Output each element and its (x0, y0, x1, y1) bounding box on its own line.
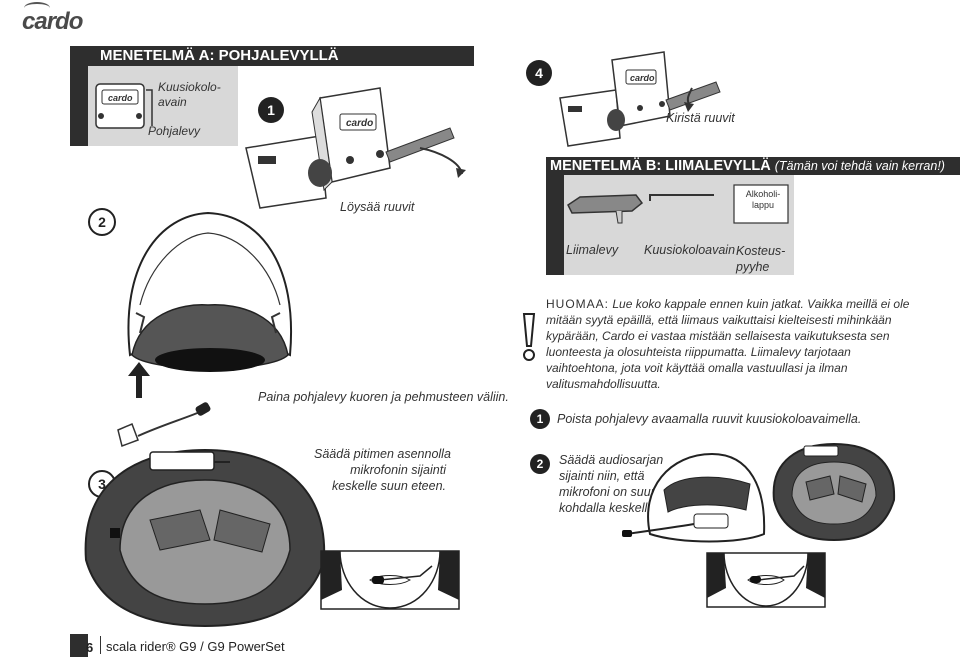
step-2-marker: 2 (88, 208, 116, 236)
method-b-step-1-caption: Poista pohjalevy avaamalla ruuvit kuusio… (557, 412, 862, 426)
step-1-caption: Löysää ruuvit (340, 200, 415, 214)
method-b-step-2-marker: 2 (530, 454, 550, 474)
method-b-step-1-marker: 1 (530, 409, 550, 429)
step-2-helmet-illustration (127, 211, 292, 372)
step-2-caption: Paina pohjalevy kuoren ja pehmusteen väl… (258, 390, 509, 404)
cardo-logo: cardo (22, 8, 83, 35)
step-4-caption: Kiristä ruuvit (666, 111, 735, 125)
footer-separator (100, 636, 101, 654)
step-3-helmet-interior-illustration (84, 448, 326, 628)
footer-side-bar (70, 634, 88, 657)
method-b-full-helmet-illustration (622, 452, 766, 543)
method-b-title: MENETELMÄ B: LIIMALEVYLLÄ (Tämän voi teh… (546, 157, 960, 175)
exclamation-icon (522, 313, 536, 361)
step-1-illustration: cardo (245, 87, 466, 209)
svg-text:cardo: cardo (630, 73, 655, 83)
method-b-helmet-interior-illustration (772, 442, 896, 542)
step-1-marker: 1 (258, 97, 284, 123)
step-4-marker: 4 (526, 60, 552, 86)
base-plate-illustration: cardo (95, 83, 153, 129)
push-arrow-icon (128, 362, 150, 398)
note-label: HUOMAA: (546, 297, 610, 311)
footer-product-name: scala rider® G9 / G9 PowerSet (106, 639, 285, 654)
svg-text:cardo: cardo (346, 118, 373, 129)
method-b-side-bar (546, 175, 564, 275)
method-b-title-bold: MENETELMÄ B: LIIMALEVYLLÄ (550, 158, 771, 174)
legend-plate-label: Pohjalevy (148, 124, 201, 138)
svg-text:cardo: cardo (108, 93, 133, 103)
adhesive-kit-illustration (567, 184, 789, 224)
step-3-mic-boom-illustration (117, 402, 211, 447)
step-3-caption: Säädä pitimen asennolla mikrofonin sijai… (314, 447, 451, 493)
page-number: 6 (86, 640, 94, 655)
note-text: Lue koko kappale ennen kuin jatkat. Vaik… (546, 297, 910, 391)
warning-note: HUOMAA: Lue koko kappale ennen kuin jatk… (546, 296, 926, 392)
legend-hex-key-label: Kuusiokolo- avain (158, 80, 221, 109)
method-a-title: MENETELMÄ A: POHJALEVYLLÄ (70, 46, 474, 66)
method-b-legend-box: Alkoholi- lappu Liimalevy Kuusiokoloavai… (564, 175, 794, 275)
logo-swoosh (24, 2, 50, 14)
method-a-legend-box: cardo Kuusiokolo- avain Pohjalevy (88, 66, 238, 146)
method-b-face-detail (706, 552, 826, 608)
alcohol-wipe-label: Alkoholi- lappu (745, 189, 781, 210)
method-a-side-bar (70, 66, 88, 146)
step-4-illustration: cardo (559, 51, 721, 147)
step-3-face-detail (320, 550, 460, 610)
method-b-step-2-caption: Säädä audiosarjan sijainti niin, että mi… (559, 453, 664, 515)
legend-wipe-label: Kosteus- pyyhe (736, 244, 786, 274)
method-b-title-note: (Tämän voi tehdä vain kerran!) (774, 159, 945, 173)
legend-adhesive-plate-label: Liimalevy (566, 243, 619, 257)
legend-b-hex-key-label: Kuusiokoloavain (644, 243, 736, 257)
